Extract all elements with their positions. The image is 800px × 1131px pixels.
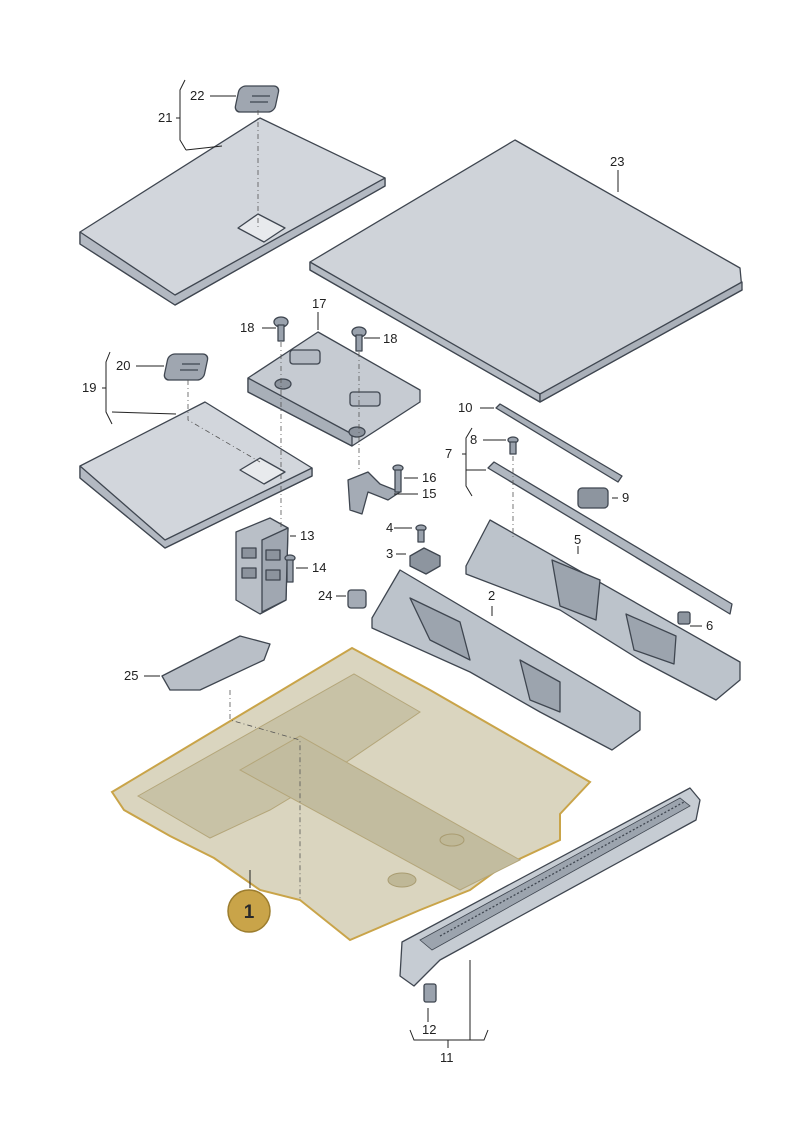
- part-25-shelf-bracket[interactable]: [161, 635, 271, 691]
- callout-7: 7: [445, 446, 452, 461]
- callout-21: 21: [158, 110, 172, 125]
- callout-24: 24: [318, 588, 332, 603]
- callout-11: 11: [440, 1050, 454, 1065]
- callout-8: 8: [470, 432, 477, 447]
- part-10-seal-strip[interactable]: [495, 403, 623, 483]
- part-6-clip[interactable]: [677, 611, 691, 625]
- part-7-rail[interactable]: [487, 461, 733, 615]
- part-23-floor-cover[interactable]: [309, 139, 743, 403]
- callout-3: 3: [386, 546, 393, 561]
- badge-number: 1: [244, 902, 255, 923]
- callout-20: 20: [116, 358, 130, 373]
- callout-6: 6: [706, 618, 713, 633]
- callout-18-left: 18: [240, 320, 254, 335]
- callout-25: 25: [124, 668, 138, 683]
- callout-16: 16: [422, 470, 436, 485]
- part-3-grommet[interactable]: [409, 547, 441, 575]
- callout-5: 5: [574, 532, 581, 547]
- part-8-screw[interactable]: [507, 436, 519, 455]
- part-15-bracket[interactable]: [347, 471, 401, 515]
- callout-12: 12: [422, 1022, 436, 1037]
- part-11-sill-panel[interactable]: [399, 787, 701, 987]
- callout-18-right: 18: [383, 331, 397, 346]
- part-13-vertical-bracket[interactable]: [235, 517, 289, 615]
- callout-10: 10: [458, 400, 472, 415]
- part-9-latch[interactable]: [577, 487, 609, 509]
- part-5-side-trim-right[interactable]: [465, 519, 741, 701]
- part-18-bolt-left[interactable]: [273, 316, 289, 342]
- part-17-mounting-plate[interactable]: [247, 331, 421, 447]
- part-18-bolt-right[interactable]: [351, 326, 367, 352]
- callout-19: 19: [82, 380, 96, 395]
- callout-17: 17: [312, 296, 326, 311]
- part-16-bolt[interactable]: [392, 464, 404, 493]
- part-4-screw[interactable]: [415, 524, 427, 543]
- part-1-badge[interactable]: 1: [227, 889, 271, 933]
- part-22-handle-cap[interactable]: [234, 85, 280, 113]
- part-2-side-trim-left[interactable]: [371, 569, 641, 751]
- part-21-upper-floor-panel[interactable]: [79, 117, 386, 306]
- callout-22: 22: [190, 88, 204, 103]
- callout-14: 14: [312, 560, 326, 575]
- part-19-lower-floor-panel[interactable]: [79, 401, 313, 549]
- callout-15: 15: [422, 486, 436, 501]
- callout-4: 4: [386, 520, 393, 535]
- part-1-luggage-pan[interactable]: [110, 646, 592, 942]
- part-12-clip[interactable]: [423, 983, 437, 1003]
- part-14-bolt[interactable]: [284, 554, 296, 583]
- callout-13: 13: [300, 528, 314, 543]
- leader-lines: [102, 79, 702, 1048]
- part-20-handle-cap[interactable]: [163, 353, 209, 381]
- callout-2: 2: [488, 588, 495, 603]
- callout-9: 9: [622, 490, 629, 505]
- callout-23: 23: [610, 154, 624, 169]
- part-24-clip[interactable]: [347, 589, 367, 609]
